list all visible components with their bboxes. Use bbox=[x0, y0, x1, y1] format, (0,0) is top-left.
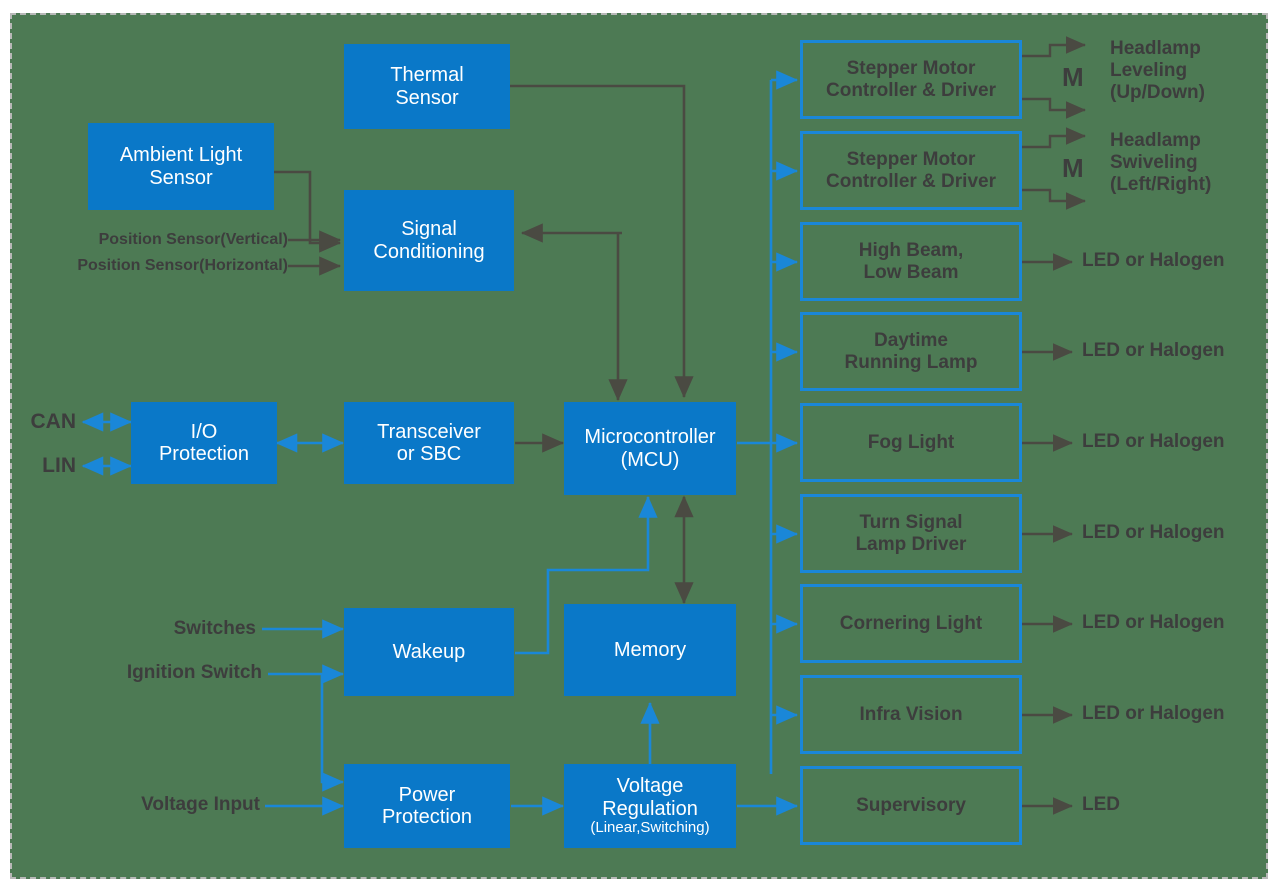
block-signal-conditioning-line1: Signal bbox=[401, 218, 457, 241]
block-high-beam-low-beam[interactable]: High Beam, Low Beam bbox=[800, 222, 1022, 301]
block-turnsignal-line1: Turn Signal bbox=[859, 512, 963, 534]
block-voltage-regulation[interactable]: Voltage Regulation (Linear,Switching) bbox=[564, 764, 736, 848]
block-stepper1-line2: Controller & Driver bbox=[826, 79, 996, 101]
block-fog-line1: Fog Light bbox=[867, 431, 955, 453]
block-voltage-regulation-line2: Regulation bbox=[602, 797, 698, 820]
label-ignition-switch: Ignition Switch bbox=[126, 662, 262, 683]
block-ambient-light-sensor-line2: Sensor bbox=[149, 166, 213, 189]
block-mcu-line2: (MCU) bbox=[620, 448, 680, 471]
block-drl-line1: Daytime bbox=[874, 330, 948, 352]
output-label-drl: LED or Halogen bbox=[1082, 340, 1225, 361]
block-power-protection-line1: Power bbox=[398, 783, 456, 806]
block-memory-line1: Memory bbox=[613, 638, 687, 661]
label-can-bus: CAN bbox=[30, 410, 77, 433]
block-signal-conditioning-line2: Conditioning bbox=[373, 240, 485, 263]
block-supervisory[interactable]: Supervisory bbox=[800, 766, 1022, 845]
output-label-high-beam: LED or Halogen bbox=[1082, 250, 1225, 271]
output-label-headlamp-swiveling-line3: (Left/Right) bbox=[1110, 174, 1212, 196]
block-thermal-sensor-line2: Sensor bbox=[395, 86, 459, 109]
output-label-headlamp-leveling: Headlamp Leveling (Up/Down) bbox=[1110, 38, 1270, 104]
block-voltage-regulation-line1: Voltage bbox=[616, 775, 684, 798]
block-daytime-running-lamp[interactable]: Daytime Running Lamp bbox=[800, 312, 1022, 391]
block-io-protection-line2: Protection bbox=[158, 443, 250, 465]
output-label-infra-vision: LED or Halogen bbox=[1082, 703, 1225, 724]
output-label-headlamp-leveling-line3: (Up/Down) bbox=[1110, 82, 1205, 104]
block-stepper1-line1: Stepper Motor bbox=[846, 58, 976, 80]
output-label-headlamp-leveling-line1: Headlamp bbox=[1110, 38, 1201, 59]
block-voltage-regulation-line3: (Linear,Switching) bbox=[590, 818, 710, 836]
block-wakeup[interactable]: Wakeup bbox=[344, 608, 514, 696]
block-transceiver-line2: or SBC bbox=[396, 443, 462, 465]
block-cornering-line1: Cornering Light bbox=[839, 612, 983, 634]
output-label-fog: LED or Halogen bbox=[1082, 431, 1225, 452]
block-microcontroller-mcu[interactable]: Microcontroller (MCU) bbox=[564, 402, 736, 495]
block-supervisory-line1: Supervisory bbox=[856, 794, 966, 816]
label-position-sensor-vertical: Position Sensor(Vertical) bbox=[98, 231, 288, 248]
block-power-protection-line2: Protection bbox=[381, 806, 473, 828]
output-label-headlamp-swiveling-line1: Headlamp bbox=[1110, 130, 1201, 151]
output-label-turn-signal: LED or Halogen bbox=[1082, 522, 1225, 543]
block-memory[interactable]: Memory bbox=[564, 604, 736, 696]
block-io-protection-line1: I/O bbox=[190, 420, 218, 443]
block-infra-vision[interactable]: Infra Vision bbox=[800, 675, 1022, 754]
motor-symbol-swiveling: M bbox=[1062, 153, 1084, 183]
output-label-supervisory: LED bbox=[1082, 794, 1120, 815]
block-turn-signal-lamp-driver[interactable]: Turn Signal Lamp Driver bbox=[800, 494, 1022, 573]
block-fog-light[interactable]: Fog Light bbox=[800, 403, 1022, 482]
block-turnsignal-line2: Lamp Driver bbox=[855, 533, 967, 555]
block-infravision-line1: Infra Vision bbox=[859, 703, 963, 725]
output-label-headlamp-swiveling: Headlamp Swiveling (Left/Right) bbox=[1110, 130, 1270, 196]
block-power-protection[interactable]: Power Protection bbox=[344, 764, 510, 848]
block-highbeam-line2: Low Beam bbox=[863, 261, 959, 283]
block-cornering-light[interactable]: Cornering Light bbox=[800, 584, 1022, 663]
block-io-protection[interactable]: I/O Protection bbox=[131, 402, 277, 484]
block-thermal-sensor[interactable]: Thermal Sensor bbox=[344, 44, 510, 129]
block-stepper2-line1: Stepper Motor bbox=[846, 149, 976, 171]
block-transceiver-or-sbc[interactable]: Transceiver or SBC bbox=[344, 402, 514, 484]
label-lin-bus: LIN bbox=[42, 454, 76, 477]
label-voltage-input: Voltage Input bbox=[141, 794, 260, 815]
block-ambient-light-sensor-line1: Ambient Light bbox=[119, 144, 243, 167]
block-wakeup-line1: Wakeup bbox=[392, 640, 466, 663]
motor-symbol-leveling: M bbox=[1062, 62, 1084, 92]
label-switches: Switches bbox=[173, 618, 256, 639]
output-label-headlamp-leveling-line2: Leveling bbox=[1110, 60, 1188, 82]
label-position-sensor-horizontal: Position Sensor(Horizontal) bbox=[77, 257, 288, 274]
block-drl-line2: Running Lamp bbox=[844, 351, 978, 373]
block-transceiver-line1: Transceiver bbox=[377, 420, 481, 443]
block-ambient-light-sensor[interactable]: Ambient Light Sensor bbox=[88, 123, 274, 210]
block-signal-conditioning[interactable]: Signal Conditioning bbox=[344, 190, 514, 291]
block-stepper-motor-controller-driver-1[interactable]: Stepper Motor Controller & Driver bbox=[800, 40, 1022, 119]
output-label-cornering: LED or Halogen bbox=[1082, 612, 1225, 633]
block-thermal-sensor-line1: Thermal bbox=[390, 64, 464, 87]
block-stepper2-line2: Controller & Driver bbox=[826, 170, 996, 192]
block-stepper-motor-controller-driver-2[interactable]: Stepper Motor Controller & Driver bbox=[800, 131, 1022, 210]
output-label-headlamp-swiveling-line2: Swiveling bbox=[1110, 152, 1198, 174]
block-highbeam-line1: High Beam, bbox=[858, 240, 964, 262]
block-mcu-line1: Microcontroller bbox=[584, 426, 716, 449]
